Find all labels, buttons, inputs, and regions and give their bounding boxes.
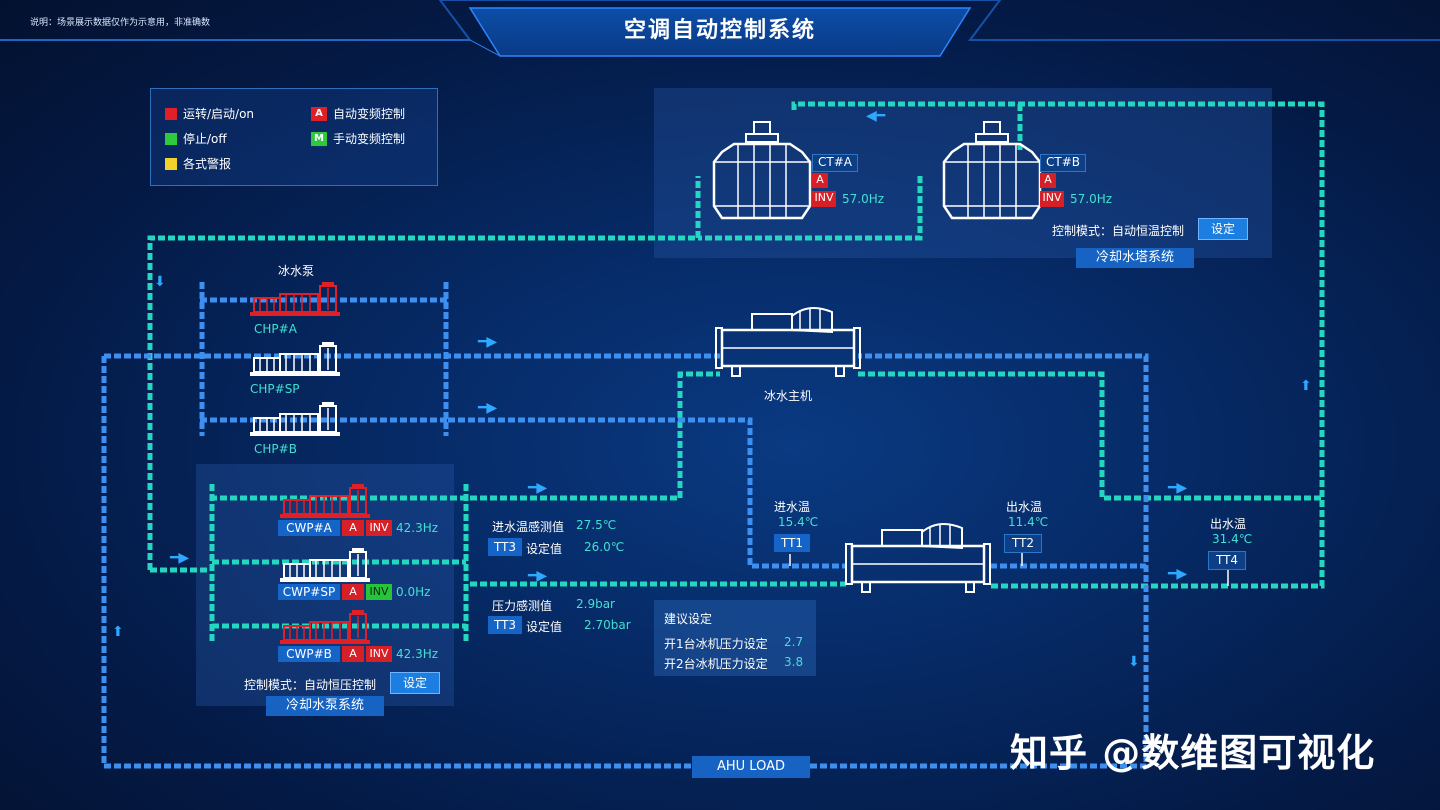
suggest-row-2-value: 3.8 [784,655,804,669]
cwp-sp-id: CWP#SP [278,584,340,600]
cwp-sp-mode-badge: A [342,584,364,600]
legend-label: 自动变频控制 [333,107,406,121]
suggest-row-2-label: 开2台冰机压力设定 [664,657,768,671]
legend-item-on: 运转/启动/on [165,105,254,122]
ct-a-inv-badge: INV [812,191,836,207]
flow-arrow-down-icon: ⬇ [154,274,166,290]
disclaimer-note: 说明：场景展示数据仅作为示意用，非准确数 [30,18,211,28]
flow-arrow-right-icon: ━▶ [528,480,548,496]
tt2-title: 出水温 [1006,500,1043,514]
watermark: 知乎 @数维图可视化 [1010,731,1376,775]
suggest-title: 建议设定 [664,612,713,626]
cwp-set-button[interactable]: 设定 [390,672,440,694]
temp-set-value: 26.0℃ [584,540,625,554]
legend-item-alarm: 各式警报 [165,155,231,172]
ct-b-freq: 57.0Hz [1070,192,1113,206]
chp-b-label: CHP#B [254,442,297,456]
legend-swatch-yellow [165,157,177,170]
temp-set-label: 设定值 [526,542,563,556]
chp-sp-pump-icon [249,341,341,377]
tt4-value: 31.4℃ [1212,532,1253,546]
cwp-sp-inv-badge: INV [366,584,392,600]
tt1-title: 进水温 [774,500,811,514]
cooling-pump-section-label: 冷却水泵系统 [266,696,384,716]
control-mode-label: 控制模式： [1052,224,1113,238]
ct-control-mode: 控制模式：自动恒温控制 [1052,222,1184,239]
ct-a-id: CT#A [812,154,858,172]
cooling-tower-panel [654,88,1272,258]
pressure-sensor-label: 压力感测值 [492,599,553,613]
cwp-b-freq: 42.3Hz [396,647,439,661]
control-mode-value: 自动恒压控制 [304,678,377,692]
chp-title: 冰水泵 [278,264,315,278]
pressure-set-value: 2.70bar [584,618,631,632]
flow-arrow-left-icon: ◀━ [866,108,886,124]
flow-arrow-right-icon: ━▶ [478,400,498,416]
cwp-control-mode: 控制模式：自动恒压控制 [244,676,376,693]
chp-sp-label: CHP#SP [250,382,300,396]
legend-badge-a: A [311,106,327,121]
chiller-label: 冰水主机 [764,389,813,403]
ct-a-freq: 57.0Hz [842,192,885,206]
legend-label: 停止/off [183,132,227,146]
cooling-tower-section-label: 冷却水塔系统 [1076,248,1194,268]
cwp-b-mode-badge: A [342,646,364,662]
legend-panel: 运转/启动/on 停止/off 各式警报 A 自动变频控制 M 手动变频控制 [150,88,438,186]
tt2-tag: TT2 [1004,534,1042,553]
tt4-title: 出水温 [1210,517,1247,531]
page-title: 空调自动控制系统 [623,18,816,43]
tt1-tag: TT1 [774,534,810,552]
pressure-sensor-tag: TT3 [488,616,522,634]
temp-sensor-value: 27.5℃ [576,518,617,532]
legend-label: 手动变频控制 [333,132,406,146]
cwp-b-id: CWP#B [278,646,340,662]
flow-arrow-down-icon: ⬇ [1128,654,1140,670]
legend-mode-manual: M 手动变频控制 [311,130,405,147]
suggest-row-1-value: 2.7 [784,635,804,649]
ct-b-id: CT#B [1040,154,1086,172]
chp-a-label: CHP#A [254,322,297,336]
legend-swatch-green [165,132,177,145]
flow-arrow-right-icon: ━▶ [478,334,498,350]
control-mode-value: 自动恒温控制 [1112,224,1185,238]
ct-a-mode-badge: A [812,173,828,188]
legend-badge-m: M [311,131,327,146]
cwp-a-inv-badge: INV [366,520,392,536]
temp-sensor-tag: TT3 [488,538,522,556]
cwp-a-id: CWP#A [278,520,340,536]
legend-mode-auto: A 自动变频控制 [311,105,405,122]
pressure-sensor-value: 2.9bar [576,597,615,611]
pressure-set-label: 设定值 [526,620,563,634]
legend-label: 各式警报 [183,157,232,171]
suggest-row-1-label: 开1台冰机压力设定 [664,637,768,651]
ct-b-inv-badge: INV [1040,191,1064,207]
cwp-a-mode-badge: A [342,520,364,536]
tt2-value: 11.4℃ [1008,515,1049,529]
flow-arrow-right-icon: ━▶ [528,568,548,584]
cwp-a-freq: 42.3Hz [396,521,439,535]
legend-swatch-red [165,107,177,120]
chiller-main-icon [714,306,862,378]
ct-b-mode-badge: A [1040,173,1056,188]
tt4-tag: TT4 [1208,551,1246,570]
flow-arrow-right-icon: ━▶ [1168,480,1188,496]
flow-arrow-right-icon: ━▶ [1168,566,1188,582]
cwp-sp-freq: 0.0Hz [396,585,431,599]
ct-set-button[interactable]: 设定 [1198,218,1248,240]
control-mode-label: 控制模式： [244,678,305,692]
tt1-value: 15.4℃ [778,515,819,529]
flow-arrow-right-icon: ━▶ [170,550,190,566]
legend-item-off: 停止/off [165,130,227,147]
cwp-b-inv-badge: INV [366,646,392,662]
flow-arrow-up-icon: ⬆ [1300,378,1312,394]
legend-label: 运转/启动/on [183,107,255,121]
chiller-secondary-icon [844,522,992,594]
ahu-load-label: AHU LOAD [692,756,810,778]
temp-sensor-label: 进水温感测值 [492,520,565,534]
flow-arrow-up-icon: ⬆ [112,624,124,640]
suggest-panel [654,600,816,676]
